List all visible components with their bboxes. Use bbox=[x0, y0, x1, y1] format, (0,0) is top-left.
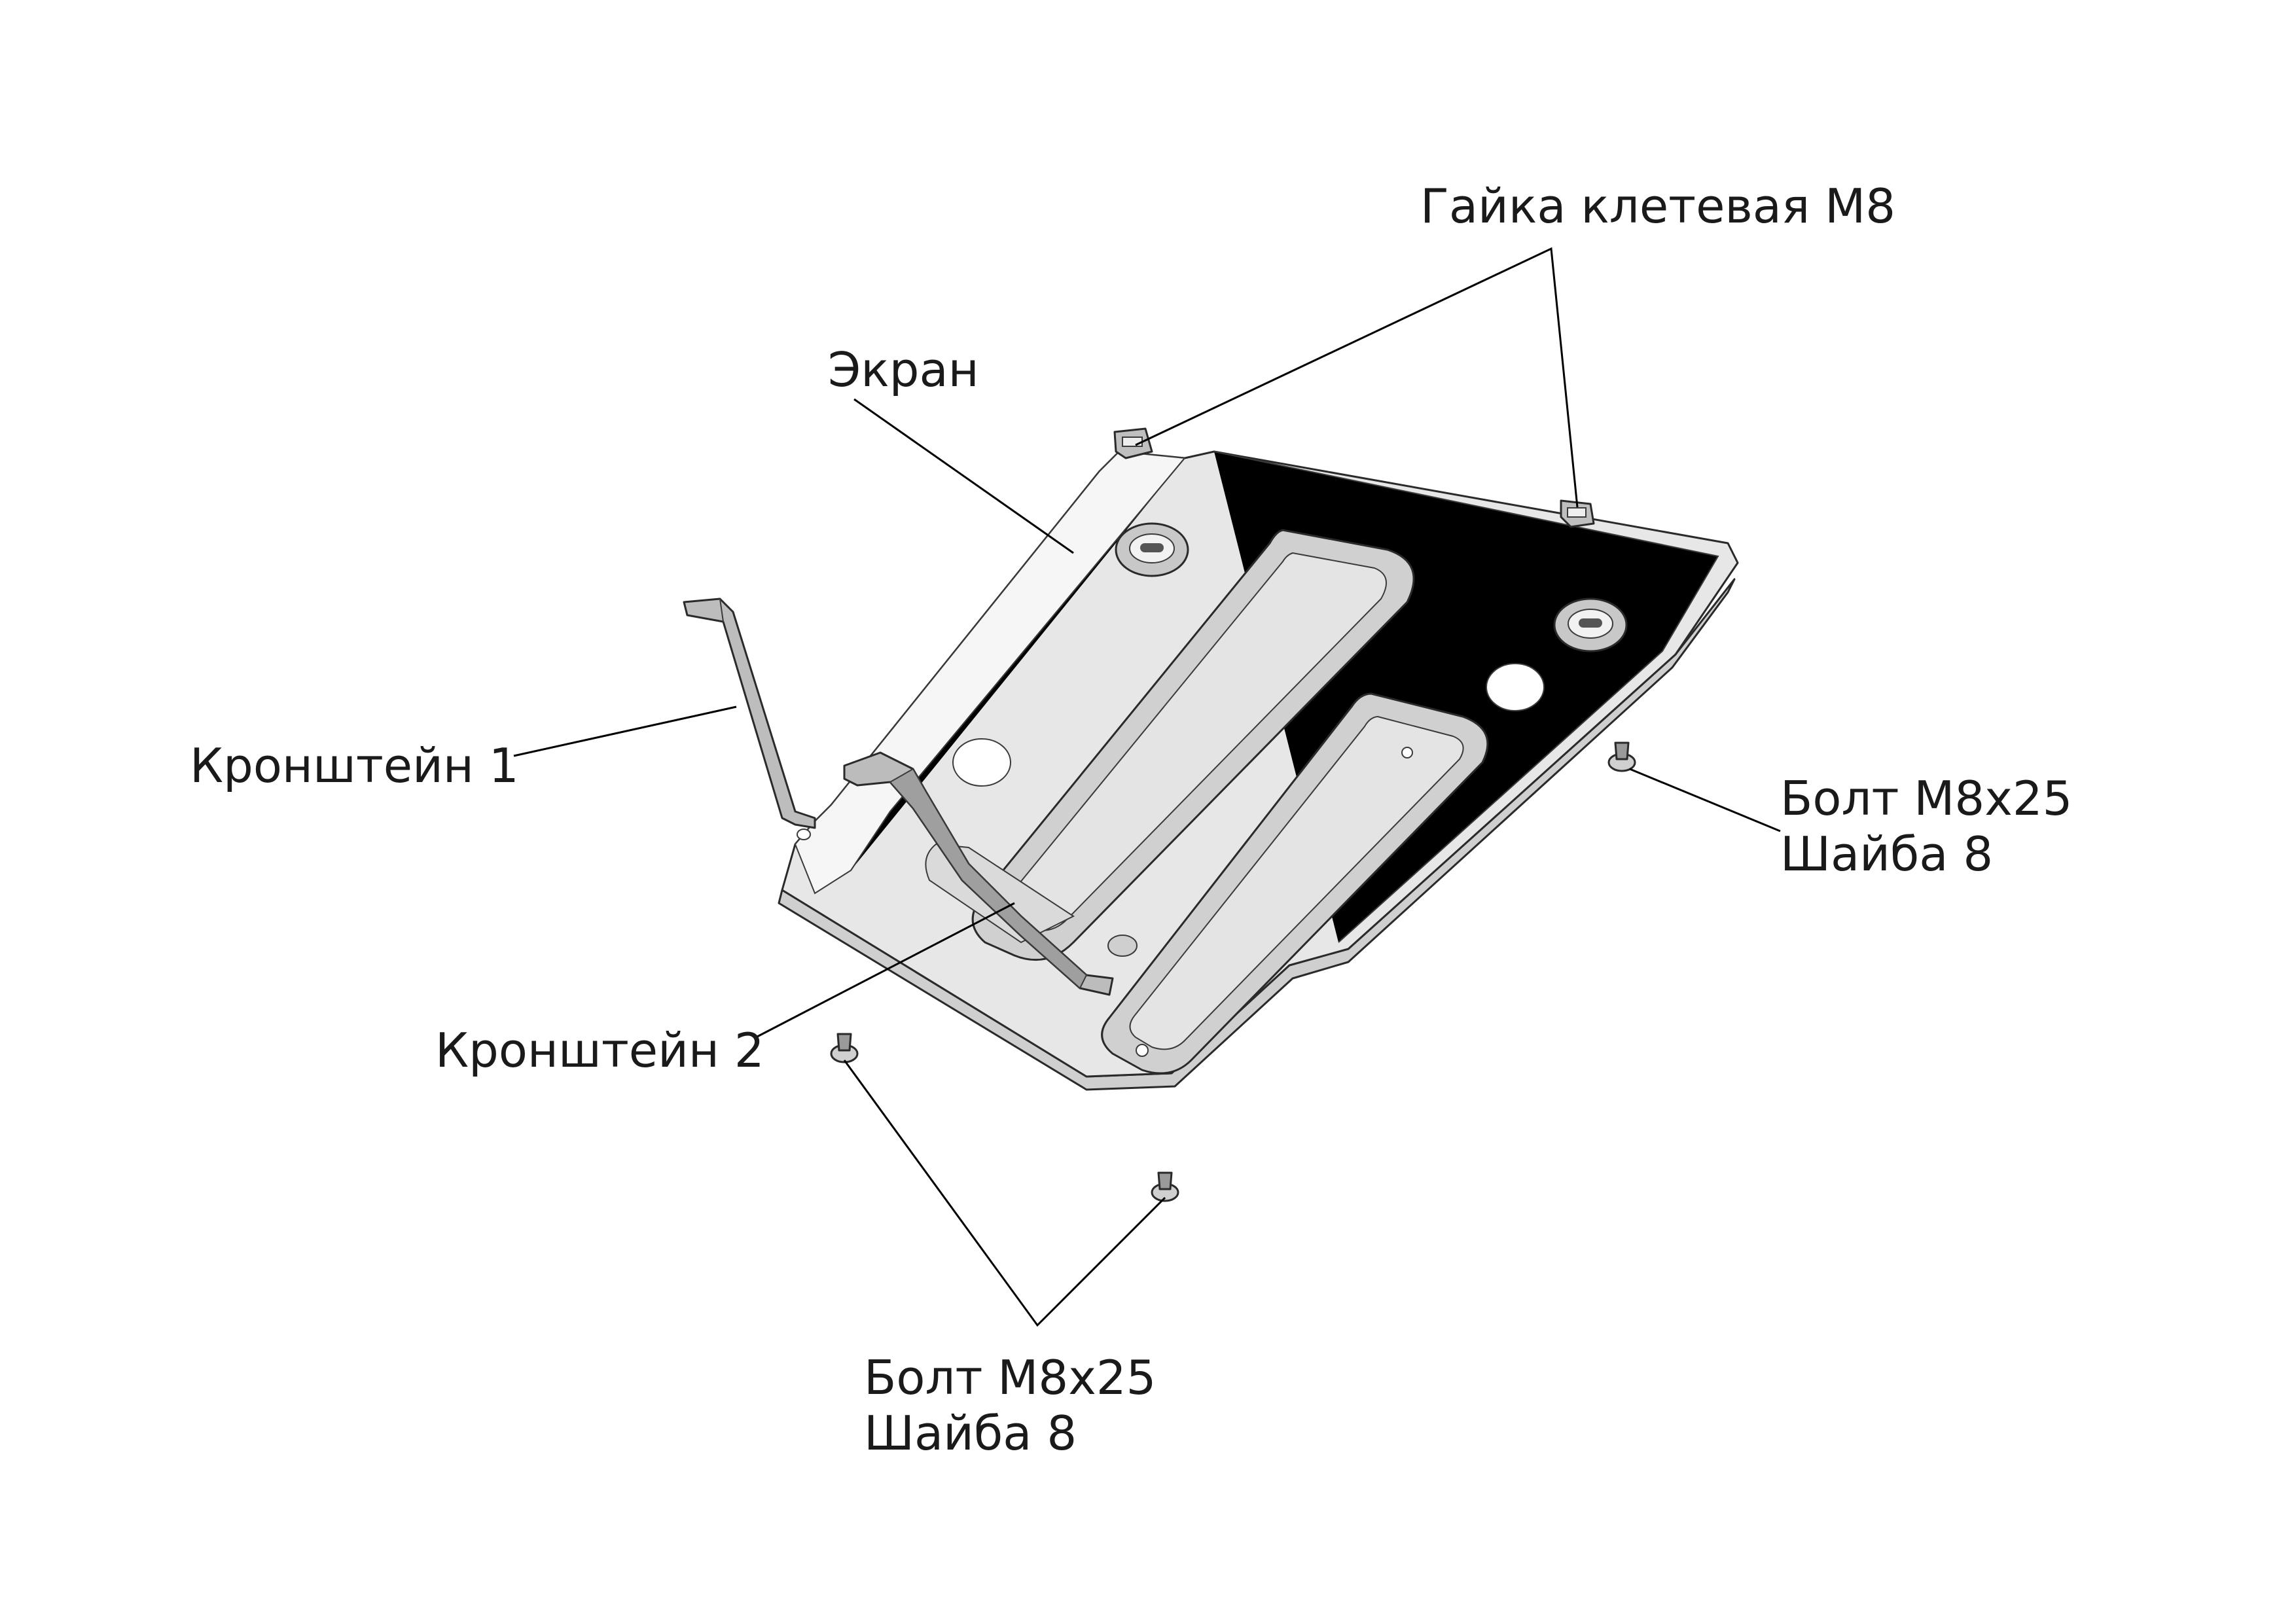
leader-bolt-right bbox=[1629, 768, 1781, 832]
label-cage-nut: Гайка клетевая М8 bbox=[1420, 179, 1895, 234]
labels: Гайка клетевая М8 Экран Кронштейн 1 Крон… bbox=[190, 179, 2072, 1461]
bolt-bottom-left bbox=[830, 1033, 859, 1063]
cage-nut-right bbox=[1560, 499, 1595, 528]
hole-right bbox=[1486, 663, 1545, 711]
leader-screen bbox=[853, 398, 1074, 554]
leader-bolt-bottom bbox=[843, 1060, 1166, 1327]
leader-bracket-1 bbox=[513, 705, 737, 757]
skid-plate bbox=[778, 450, 1739, 1091]
leader-lines bbox=[513, 247, 1781, 1327]
label-bracket-2: Кронштейн 2 bbox=[435, 1023, 764, 1078]
bolt-right bbox=[1607, 741, 1636, 772]
boss-top-left bbox=[1115, 522, 1189, 577]
label-bolt-right-line2: Шайба 8 bbox=[1780, 827, 1993, 882]
label-screen: Экран bbox=[828, 342, 979, 397]
label-bolt-bottom-line2: Шайба 8 bbox=[864, 1406, 1077, 1461]
boss-right bbox=[1553, 597, 1628, 652]
bracket-1 bbox=[683, 597, 816, 829]
lower-rib bbox=[1101, 692, 1489, 1075]
leader-cage-nut bbox=[1135, 247, 1579, 508]
leader-bracket-2 bbox=[755, 902, 1015, 1039]
label-bolt-bottom-line1: Болт М8х25 bbox=[864, 1350, 1156, 1405]
cage-nut-left bbox=[1113, 427, 1153, 459]
bolt-bottom-right bbox=[1151, 1171, 1179, 1202]
upper-rib bbox=[971, 529, 1415, 961]
hole-left bbox=[952, 738, 1011, 787]
bracket-2 bbox=[843, 751, 1114, 996]
label-bolt-right-line1: Болт М8х25 bbox=[1780, 771, 2072, 826]
label-bracket-1: Кронштейн 1 bbox=[190, 738, 519, 793]
